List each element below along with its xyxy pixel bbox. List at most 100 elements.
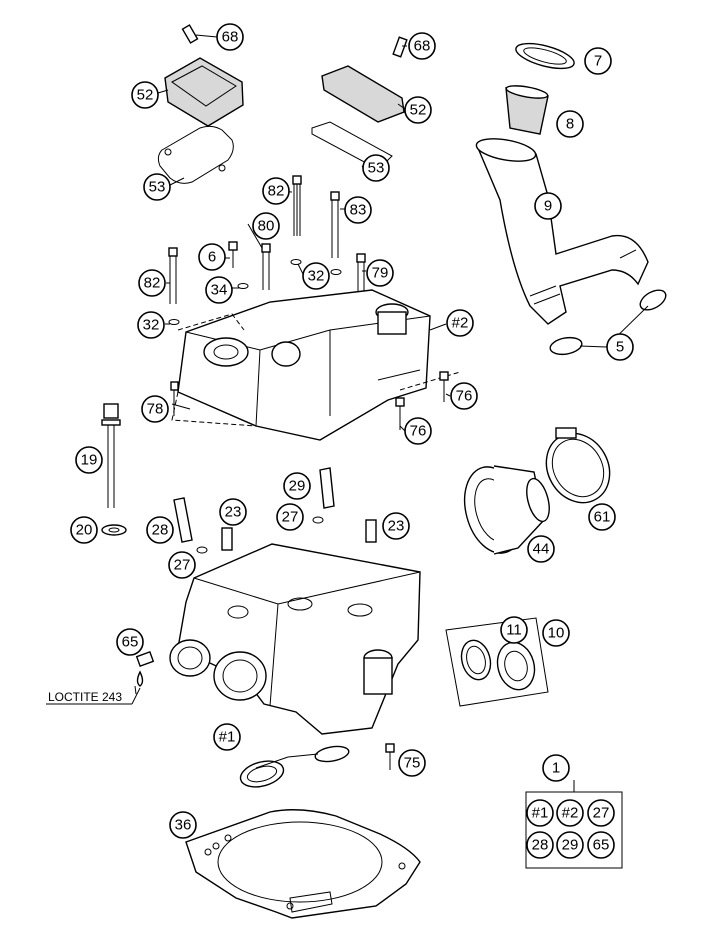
callout-68-right: 68 [408, 32, 436, 60]
callout-6: 6 [198, 243, 226, 271]
callout-1-kit: 1 [542, 754, 570, 782]
callout-76-right: 76 [450, 382, 478, 410]
svg-text:76: 76 [410, 423, 427, 440]
parts-artwork [101, 24, 667, 919]
svg-text:8: 8 [566, 116, 574, 133]
callout-53-right: 53 [362, 154, 390, 182]
callout-11: 11 [500, 616, 528, 644]
kit-callout-65: 65 [587, 831, 615, 859]
callout-82-lower: 82 [138, 269, 166, 297]
callout-34: 34 [205, 276, 233, 304]
callout-61: 61 [588, 503, 616, 531]
svg-text:61: 61 [594, 509, 611, 526]
callout-20: 20 [70, 516, 98, 544]
callout-52-left: 52 [131, 81, 159, 109]
svg-text:76: 76 [456, 388, 473, 405]
svg-text:20: 20 [76, 522, 93, 539]
svg-text:7: 7 [594, 53, 602, 70]
callout-68-left: 68 [216, 23, 244, 51]
svg-text:44: 44 [533, 541, 550, 558]
svg-text:80: 80 [258, 218, 275, 235]
svg-text:19: 19 [81, 452, 98, 469]
callout-53-left: 53 [143, 173, 171, 201]
svg-text:32: 32 [143, 317, 160, 334]
svg-text:78: 78 [147, 401, 164, 418]
kit-callout-28: 28 [526, 831, 554, 859]
kit-callout-27: 27 [587, 799, 615, 827]
svg-text:23: 23 [388, 518, 405, 535]
callout-10: 10 [542, 619, 570, 647]
cylinder-head [169, 543, 421, 735]
callout-80: 80 [252, 212, 280, 240]
seal-27 [196, 516, 324, 554]
svg-text:#2: #2 [452, 315, 469, 332]
callout-27-lower: 27 [168, 551, 196, 579]
intake-pipe-9 [475, 138, 649, 325]
callout-23-right: 23 [382, 512, 410, 540]
valve-guide-29 [319, 467, 335, 509]
callout-75: 75 [398, 749, 426, 777]
head-gasket-36 [185, 809, 421, 919]
svg-text:29: 29 [562, 837, 579, 854]
kit-callout-29: 29 [556, 831, 584, 859]
screw-68-left [181, 24, 199, 44]
camshaft-carrier [177, 289, 431, 441]
svg-text:9: 9 [544, 198, 552, 215]
callout-28: 28 [146, 516, 174, 544]
carrier-dashed-outline [171, 313, 461, 427]
svg-text:68: 68 [414, 38, 431, 55]
svg-text:65: 65 [593, 837, 610, 854]
svg-text:65: 65 [122, 634, 139, 651]
loctite-drop [136, 670, 144, 687]
bolt-82-lower [168, 247, 178, 304]
kit-callout-1: #1 [526, 799, 554, 827]
bolt-83 [330, 191, 340, 258]
dowel-23-right [365, 519, 377, 543]
bolt-76-right [439, 371, 449, 402]
callout-29: 29 [283, 472, 311, 500]
svg-text:#1: #1 [532, 805, 549, 822]
callout-83: 83 [344, 196, 372, 224]
callout-78: 78 [141, 395, 169, 423]
insert-10 [496, 641, 536, 691]
svg-text:32: 32 [308, 268, 325, 285]
callout-36: 36 [169, 811, 197, 839]
washers [168, 259, 342, 325]
clamp-61 [545, 427, 611, 504]
seal-1-left [239, 760, 285, 788]
callout-82-upper: 82 [262, 177, 290, 205]
svg-text:6: 6 [208, 249, 216, 266]
bolt-6 [228, 241, 238, 268]
callout-52-right: 52 [404, 96, 432, 124]
callout-32-lower: 32 [137, 311, 165, 339]
clamp-5-b [639, 289, 667, 311]
callout-5: 5 [606, 333, 634, 361]
callout-23-left: 23 [219, 498, 247, 526]
svg-text:36: 36 [175, 817, 192, 834]
svg-text:27: 27 [282, 509, 299, 526]
svg-text:53: 53 [149, 179, 166, 196]
callout-27-upper: 27 [276, 503, 304, 531]
svg-text:82: 82 [144, 275, 161, 292]
svg-text:79: 79 [372, 265, 389, 282]
intake-boot-44 [463, 465, 550, 555]
plug-65 [135, 651, 155, 667]
dowel-23-left [221, 527, 233, 551]
svg-text:28: 28 [532, 837, 549, 854]
callout-65: 65 [116, 628, 144, 656]
callout-19: 19 [75, 446, 103, 474]
clamp-7 [515, 42, 575, 70]
svg-text:34: 34 [211, 282, 228, 299]
callout-1-seal: #1 [213, 723, 241, 751]
svg-text:68: 68 [222, 29, 239, 46]
bolt-76-lower [395, 397, 405, 430]
svg-text:29: 29 [289, 478, 306, 495]
ring-11 [460, 639, 492, 681]
callout-76-lower: 76 [404, 417, 432, 445]
callout-7: 7 [584, 47, 612, 75]
callout-79: 79 [366, 259, 394, 287]
valve-cover-52-right [321, 65, 405, 123]
bolt-80 [261, 243, 271, 290]
loctite-note-text: LOCTITE 243 [48, 690, 122, 704]
